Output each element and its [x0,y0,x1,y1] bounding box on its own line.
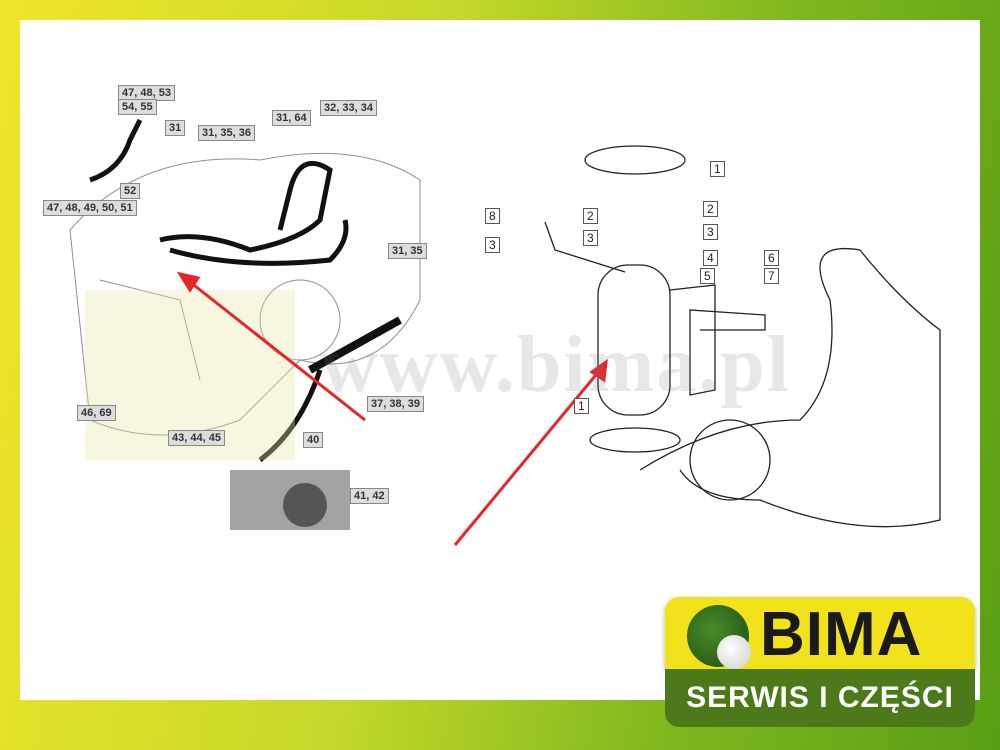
logo-brand: BIMA [760,600,923,669]
callout: 3 [703,224,718,240]
callout: 3 [583,230,598,246]
callout: 31, 35 [388,243,427,259]
callout: 1 [710,161,725,177]
callout: 31 [165,120,186,136]
callout: 8 [485,208,500,224]
callout: 40 [303,432,324,448]
callout: 47, 48, 49, 50, 51 [43,200,137,216]
callout: 6 [764,250,779,266]
callout: 32, 33, 34 [320,100,377,116]
callout: 41, 42 [350,488,389,504]
callout: 31, 64 [272,110,311,126]
callout: 46, 69 [77,405,116,421]
callout: 37, 38, 39 [367,396,424,412]
bima-logo: BIMA SERWIS I CZĘŚCI [665,597,975,727]
callout: 3 [485,237,500,253]
callout: 31, 35, 36 [198,125,255,141]
callout: 7 [764,268,779,284]
dryer-outline-right [544,145,941,528]
callout: 4 [703,250,718,266]
callout: 5 [700,268,715,284]
callout: 2 [703,201,718,217]
callout: 1 [574,398,589,414]
callout: 2 [583,208,598,224]
watermark: www.bima.pl [320,321,791,409]
hoses-left [89,118,402,462]
logo-tagline: SERWIS I CZĘŚCI [665,669,975,727]
callout: 43, 44, 45 [168,430,225,446]
logo-ball-highlight-icon [717,635,751,669]
callout: 54, 55 [118,99,157,115]
callout: 52 [120,183,141,199]
